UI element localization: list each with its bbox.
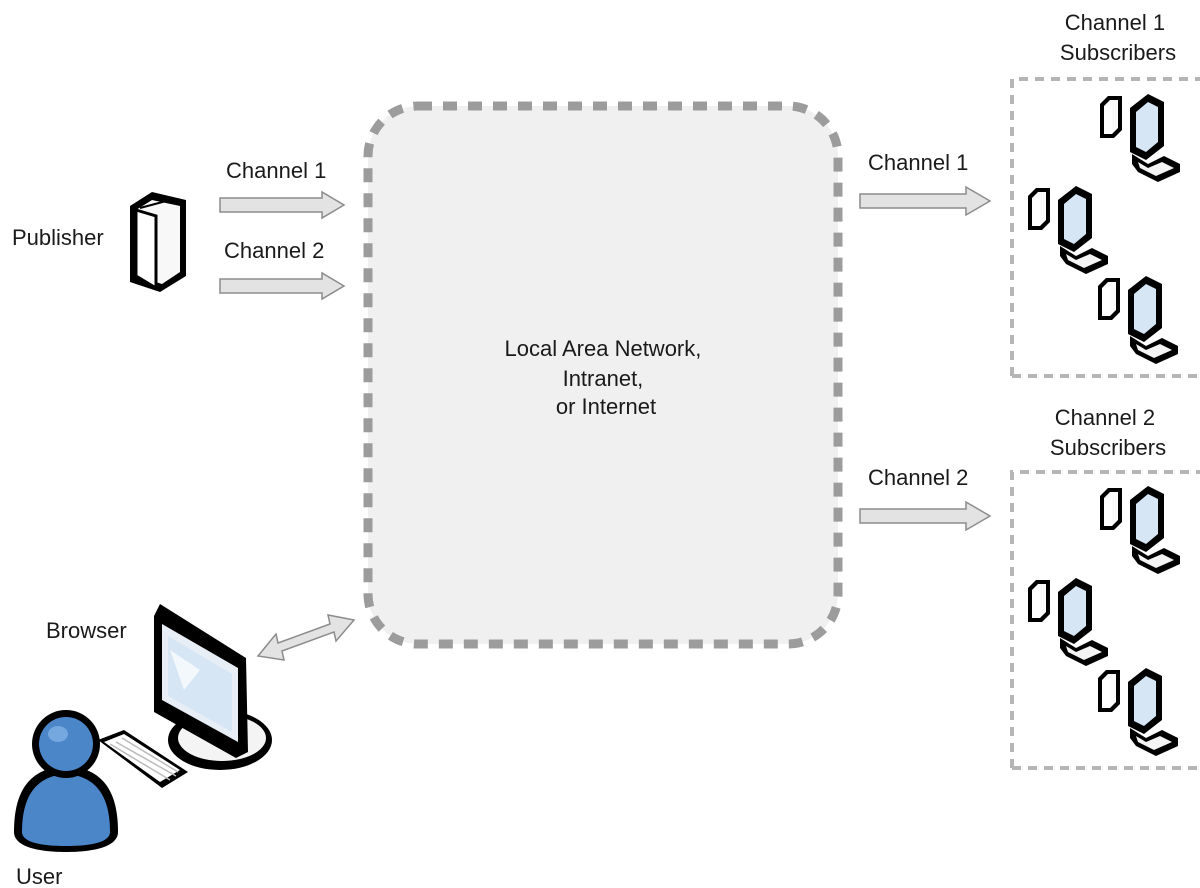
user-label: User	[16, 864, 62, 888]
subscriber-group-1-title-line-1: Channel 1	[1065, 10, 1165, 35]
keyboard-icon	[98, 730, 188, 788]
subscriber-group-1-title: Channel 1 Subscribers	[1060, 10, 1176, 65]
network-line-1: Local Area Network,	[505, 336, 702, 361]
publisher-channel-2-arrow	[219, 271, 346, 301]
subscriber-group-2-title: Channel 2 Subscribers	[1050, 405, 1166, 460]
outgoing-channel-1-arrow	[859, 185, 992, 217]
workstation-icon	[1100, 94, 1180, 182]
monitor-icon	[154, 604, 272, 770]
network-cloud	[363, 101, 843, 649]
publisher-channel-1-arrow	[219, 190, 346, 220]
workstation-icon	[1028, 186, 1108, 274]
outgoing-channel-2-arrow	[859, 500, 992, 532]
network-line-2: Intranet,	[563, 366, 644, 391]
subscriber-group-2-title-line-2: Subscribers	[1050, 435, 1166, 460]
subscriber-group-2-title-line-1: Channel 2	[1055, 405, 1155, 430]
subscriber-group-2-box	[1010, 470, 1200, 770]
network-label: Local Area Network, Intranet, or Interne…	[505, 336, 708, 419]
network-line-3: or Internet	[556, 394, 656, 419]
server-icon	[130, 192, 186, 292]
browser-label: Browser	[46, 618, 127, 643]
publisher-channel-2-label: Channel 2	[224, 238, 324, 263]
outgoing-channel-1-label: Channel 1	[868, 150, 968, 175]
browser-network-double-arrow	[256, 614, 356, 661]
workstation-icon	[1100, 486, 1180, 574]
outgoing-channel-2-label: Channel 2	[868, 465, 968, 490]
subscriber-group-1-box	[1010, 77, 1200, 378]
publisher-channel-1-label: Channel 1	[226, 158, 326, 183]
user-icon	[14, 710, 118, 852]
workstation-icon	[1098, 668, 1178, 756]
workstation-icon	[1098, 276, 1178, 364]
workstation-icon	[1028, 578, 1108, 666]
publisher-label: Publisher	[12, 225, 104, 250]
subscriber-group-1-title-line-2: Subscribers	[1060, 40, 1176, 65]
